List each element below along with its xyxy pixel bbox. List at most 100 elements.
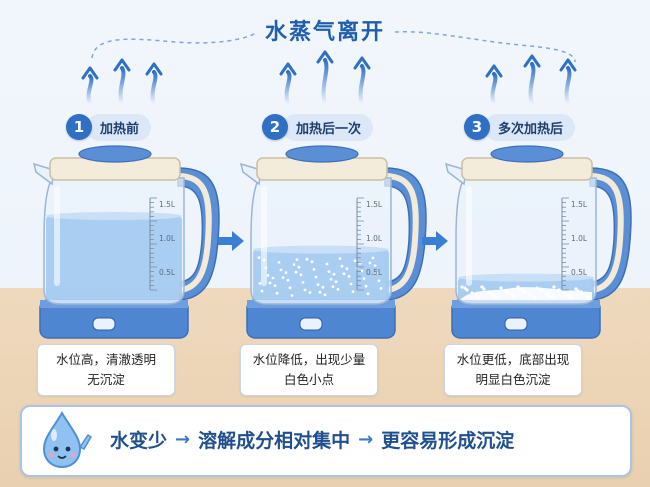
step-number: 3 [464,114,490,140]
white-particle [366,292,370,296]
steam-group [81,50,577,106]
steam-arrow-icon [316,50,334,106]
sediment-particle [494,295,498,299]
kettle-lid-knob [490,145,564,163]
sediment-particle [475,294,479,298]
sediment-particle [523,290,527,294]
steam-arrow-icon [145,62,163,106]
scale-mark-label: 0.5L [571,268,588,277]
sediment-particle [463,286,467,290]
white-particle [351,290,355,293]
sediment-particle [504,289,508,293]
steam-arrow-icon [353,56,371,106]
white-particle [329,277,333,281]
sediment-particle [567,294,571,298]
white-particle [266,274,270,277]
scale-mark-label: 1.5L [366,200,383,209]
white-particle [273,284,277,287]
sediment-particle [576,289,580,293]
white-particle [294,270,298,274]
steam-arrow-icon [81,66,99,106]
sediment-particle [533,296,537,300]
white-particle [368,261,372,265]
scale-mark-label: 1.0L [159,234,176,243]
sediment-particle [482,287,486,291]
white-particle [345,267,349,271]
sediment-particle [492,293,496,297]
sediment-particle [579,290,583,294]
conclusion-part-2: 溶解成分相对集中 [198,429,351,452]
scale-mark-label: 1.5L [571,200,588,209]
page-title: 水蒸气离开 [264,20,385,45]
step-1-badge: 1 加热前 [66,112,152,142]
power-button-icon [299,317,323,331]
white-particle [336,288,340,291]
sediment-particle [521,288,525,292]
white-particle [260,289,264,293]
water-drop-mascot-icon [42,410,93,469]
white-particle [284,271,288,274]
steam-path-line [91,31,259,59]
scale-mark-label: 1.5L [159,200,176,209]
step-label: 加热前 [86,113,152,141]
white-particle [347,275,351,278]
sediment-particle [480,285,484,289]
sediment-particle [547,294,551,298]
sediment-particle [569,296,573,300]
white-particle [327,270,331,273]
water [46,216,182,300]
white-particle [301,281,305,284]
sediment-particle [586,295,590,299]
kettle: 1.5L 1.0L 0.5L [444,145,632,339]
white-particle [299,273,303,277]
step-2-caption: 水位降低，出现少量 白色小点 [240,344,378,396]
conclusion-text: 水变少 → 溶解成分相对集中 → 更容易形成沉淀 [110,421,514,457]
white-particle [353,259,357,263]
scale-mark-label: 0.5L [366,268,383,277]
arrow-right-icon: → [358,428,374,450]
conclusion-panel: 水变少 → 溶解成分相对集中 → 更容易形成沉淀 [20,405,632,477]
sediment-particle [535,286,539,290]
white-particle [379,287,383,290]
step-2-badge: 2 加热后一次 [262,112,374,142]
sediment-particle [506,291,510,295]
sediment-particle [499,286,503,290]
white-particle [297,265,301,269]
white-particle [290,294,294,297]
white-particle [295,258,299,261]
sediment-particle [564,293,568,297]
white-particle [312,268,316,271]
sediment-particle [538,287,542,291]
sediment-particle [562,291,566,295]
step-label: 加热后一次 [282,113,374,141]
white-particle [277,261,281,264]
white-particle [349,282,353,286]
white-particle [323,293,327,297]
scale-mark-label: 1.0L [571,234,588,243]
sediment-particle [516,285,520,289]
conclusion-part-1: 水变少 [110,429,168,452]
white-particle [362,277,366,280]
white-particle [288,286,292,290]
white-particle [316,283,320,286]
sediment-particle [528,293,532,297]
white-particle [338,257,342,260]
kettle: 1.5L 1.0L 0.5L [32,145,220,339]
scale-mark-label: 0.5L [159,268,176,277]
sediment-particle [470,291,474,295]
white-particle [275,291,279,295]
white-particle [318,290,322,294]
sediment-particle [487,290,491,294]
step-label: 多次加热后 [484,113,576,141]
sediment-particle [574,287,578,291]
sediment-particle [477,296,481,300]
conclusion-part-3: 更容易形成沉淀 [381,429,515,452]
steam-arrow-icon [113,58,131,106]
step-number: 1 [66,114,92,140]
white-particle [268,281,272,285]
scale-mark-label: 1.0L [366,234,383,243]
white-particle [334,280,338,284]
white-particle [286,278,290,282]
white-particle [360,269,364,273]
kettle-lid-knob [78,145,152,163]
